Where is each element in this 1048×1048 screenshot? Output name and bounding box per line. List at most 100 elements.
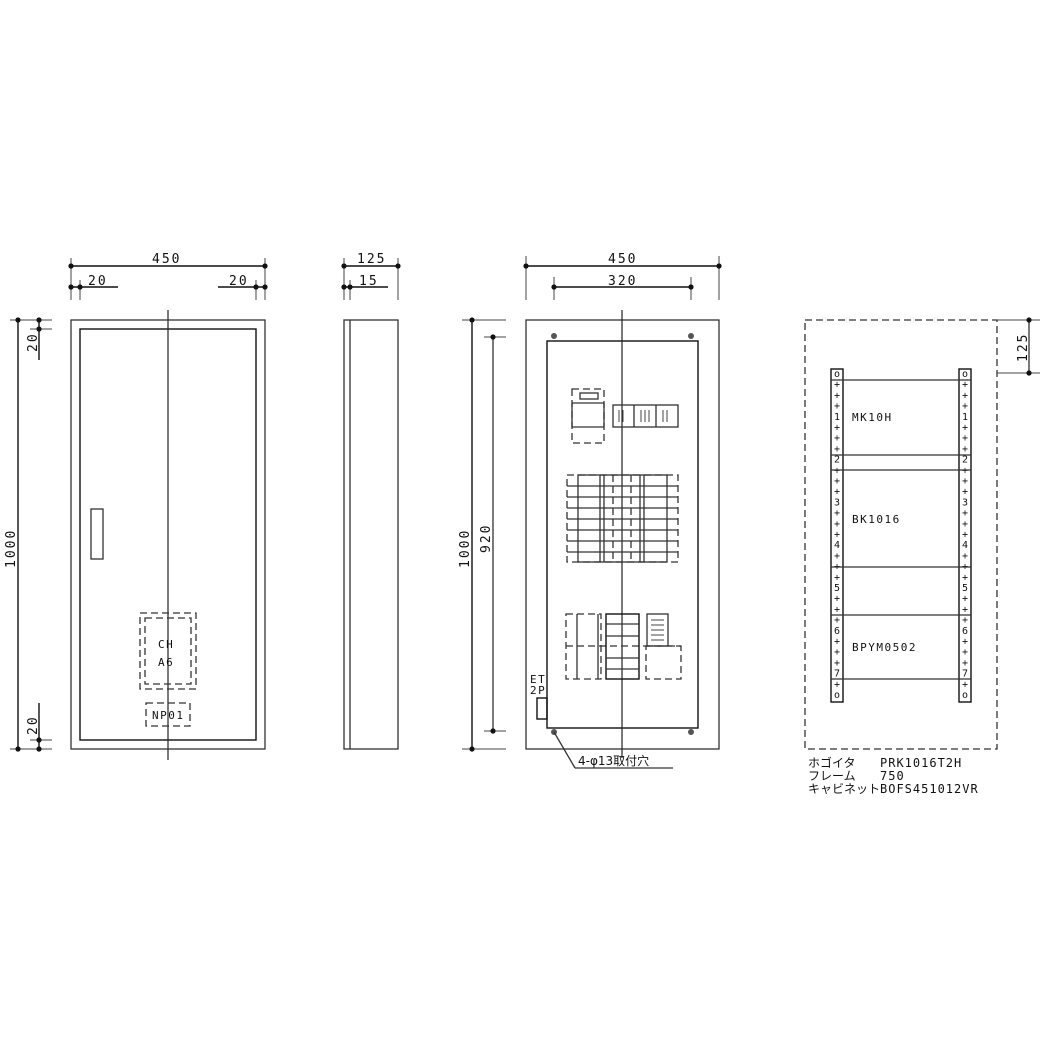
right-rail-marks: o+++1+++2+++3+++4+++5+++6+++7+o — [962, 369, 968, 701]
rail-mark: + — [962, 444, 968, 455]
rail-mark: + — [834, 679, 840, 690]
rail-mark: + — [834, 647, 840, 658]
frame-outline — [804, 319, 998, 750]
spec-value-cover: PRK1016T2H — [880, 756, 962, 770]
rail-mark: + — [962, 637, 968, 648]
dim-mount-pitch: 320 — [608, 274, 637, 289]
side-view: 125 15 — [341, 252, 401, 750]
mounting-hole-icon — [551, 333, 557, 339]
rail-mark: o — [834, 369, 840, 380]
dim-front-width: 450 — [152, 252, 181, 267]
rail-mark: 6 — [834, 626, 840, 637]
lower-equipment — [565, 613, 682, 680]
left-rail-marks: o+++1+++2+++3+++4+++5+++6+++7+o — [834, 369, 840, 701]
rail-mark: + — [834, 530, 840, 541]
dim-front-bottom-margin: 20 — [26, 715, 41, 735]
section-label-bk1016: BK1016 — [852, 513, 901, 526]
dim-front-height: 1000 — [4, 529, 19, 568]
spec-key-frame: フレーム — [808, 769, 856, 783]
dim-frame-offset: 125 — [1016, 333, 1031, 362]
dim-panel-height: 920 — [479, 524, 494, 553]
front-view: 450 20 20 1000 20 20 CH A6 — [4, 252, 268, 760]
door-handle-icon — [90, 508, 104, 560]
left-rail — [830, 368, 844, 703]
rail-mark: + — [962, 519, 968, 530]
rail-mark: + — [962, 604, 968, 615]
rail-mark: + — [834, 433, 840, 444]
rail-mark: + — [834, 465, 840, 476]
section-label-mk10h: MK10H — [852, 411, 893, 424]
auxiliary-breakers — [612, 404, 679, 428]
rail-mark: + — [834, 658, 840, 669]
rail-mark: + — [834, 615, 840, 626]
frame-view: 125 o+++1+++2+++3+++4+++5+++6+++7+o o+++… — [804, 317, 1040, 750]
rail-mark: + — [834, 572, 840, 583]
main-breaker — [571, 388, 605, 444]
mounting-hole-icon — [688, 729, 694, 735]
rail-mark: + — [834, 551, 840, 562]
grounding-terminal — [536, 697, 548, 720]
rail-mark: + — [834, 401, 840, 412]
dim-front-right-margin: 20 — [229, 274, 249, 289]
dim-side-depth: 125 — [357, 252, 386, 267]
rail-mark: + — [834, 604, 840, 615]
nameplate-label: NP01 — [152, 709, 185, 722]
meter-window-outline — [139, 612, 197, 690]
rail-mark: + — [834, 444, 840, 455]
rail-mark: + — [962, 390, 968, 401]
rail-mark: o — [962, 690, 968, 701]
spec-value-frame: 750 — [880, 769, 905, 783]
rail-mark: 2 — [834, 455, 840, 466]
rail-mark: + — [834, 476, 840, 487]
dim-front-left-margin: 20 — [88, 274, 108, 289]
dim-interior-height: 1000 — [458, 529, 473, 568]
right-rail — [958, 368, 972, 703]
spec-key-cover: ホゴイタ — [808, 755, 856, 770]
mounting-hole-note: 4-φ13取付穴 — [578, 753, 649, 768]
rail-mark: + — [962, 508, 968, 519]
rail-mark: + — [834, 380, 840, 391]
spec-key-cabinet: キャビネット — [808, 782, 880, 796]
terminal-label-et: ET — [530, 673, 546, 686]
rail-mark: + — [962, 465, 968, 476]
rail-mark: 5 — [834, 583, 840, 594]
mounting-hole-icon — [688, 333, 694, 339]
rail-mark: o — [834, 690, 840, 701]
rail-mark: + — [962, 530, 968, 541]
dim-interior-width: 450 — [608, 252, 637, 267]
rail-mark: 7 — [834, 669, 840, 680]
rail-mark: + — [962, 551, 968, 562]
rail-mark: + — [962, 572, 968, 583]
interior-view: 450 320 1000 920 — [458, 252, 722, 769]
rail-mark: + — [962, 679, 968, 690]
rail-mark: 4 — [834, 540, 840, 551]
dim-side-door: 15 — [359, 274, 379, 289]
rail-mark: + — [834, 508, 840, 519]
rail-mark: + — [962, 658, 968, 669]
rail-mark: + — [962, 423, 968, 434]
spec-value-cabinet: BOFS451012VR — [880, 782, 979, 796]
meter-label-a6: A6 — [158, 656, 174, 669]
rail-mark: 1 — [962, 412, 968, 423]
rail-mark: + — [962, 594, 968, 605]
side-cabinet-outline — [343, 319, 399, 750]
rail-mark: 2 — [962, 455, 968, 466]
rail-mark: 5 — [962, 583, 968, 594]
rail-mark: 1 — [834, 412, 840, 423]
rail-mark: o — [962, 369, 968, 380]
meter-label-ch: CH — [158, 638, 174, 651]
rail-mark: + — [834, 519, 840, 530]
terminal-label-2p: 2P — [530, 684, 546, 697]
rail-mark: + — [834, 487, 840, 498]
rail-mark: 7 — [962, 669, 968, 680]
rail-mark: + — [962, 487, 968, 498]
rail-mark: + — [962, 380, 968, 391]
rail-mark: 6 — [962, 626, 968, 637]
rail-mark: + — [962, 647, 968, 658]
rail-mark: + — [834, 594, 840, 605]
dim-front-top-margin: 20 — [26, 332, 41, 352]
branch-breaker-grid — [566, 474, 679, 563]
spec-table: ホゴイタ PRK1016T2H フレーム 750 キャビネット BOFS4510… — [808, 755, 979, 796]
rail-mark: 3 — [962, 497, 968, 508]
